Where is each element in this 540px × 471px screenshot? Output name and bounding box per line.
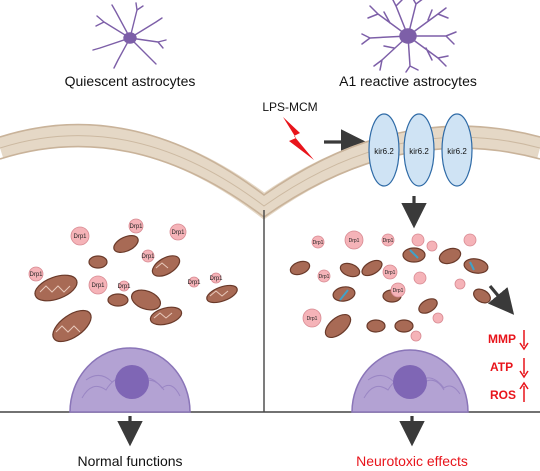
drp1-label: Drp1 <box>313 240 324 246</box>
fission-marks <box>339 249 475 301</box>
kir62-channel: kir6.2 <box>403 113 435 187</box>
channel-label: kir6.2 <box>374 147 394 156</box>
mito-cristae <box>39 262 229 333</box>
right-outcome: Neurotoxic effects <box>356 453 468 469</box>
fragmented-mitochondrion <box>289 247 491 339</box>
atp-label: ATP <box>490 360 513 374</box>
drp1-label: Drp1 <box>349 238 360 244</box>
kir62-channel: kir6.2 <box>441 113 473 187</box>
nucleus-right <box>351 349 469 413</box>
drp1-label: Drp1 <box>117 284 131 290</box>
drp1-label: Drp1 <box>319 274 330 280</box>
stimulus-label: LPS-MCM <box>262 100 317 114</box>
right-title: A1 reactive astrocytes <box>339 73 477 89</box>
quiescent-astrocyte-icon <box>92 2 167 69</box>
drp1-proteins-left <box>28 218 222 295</box>
readout-mmp: MMP <box>488 330 529 351</box>
drp1-label: Drp1 <box>209 276 223 282</box>
reactive-astrocyte-icon <box>361 0 457 73</box>
drp1-label: Drp1 <box>91 283 105 289</box>
drp1-label: Drp1 <box>73 234 87 240</box>
drp1-label: Drp1 <box>383 238 394 244</box>
drp1-labels-left: Drp1 Drp1 Drp1 Drp1 Drp1 Drp1 Drp1 Drp1 … <box>29 224 223 290</box>
readout-ros: ROS <box>490 381 529 402</box>
ros-label: ROS <box>490 388 516 402</box>
channel-label: kir6.2 <box>409 147 429 156</box>
lightning-icon <box>283 117 314 160</box>
channel-label: kir6.2 <box>447 147 467 156</box>
drp1-label: Drp1 <box>171 230 185 236</box>
drp1-proteins-right <box>302 230 477 342</box>
nucleus-left <box>69 347 191 413</box>
drp1-label: Drp1 <box>385 270 396 276</box>
drp1-label: Drp1 <box>141 254 155 260</box>
drp1-label: Drp1 <box>393 288 404 294</box>
readout-arrow <box>487 284 515 315</box>
left-outcome: Normal functions <box>77 453 182 469</box>
drp1-label: Drp1 <box>129 224 143 230</box>
drp1-labels-right: Drp1 Drp1 Drp1 Drp1 Drp1 Drp1 Drp1 <box>307 238 404 322</box>
drp1-label: Drp1 <box>29 272 43 278</box>
readout-atp: ATP <box>490 358 529 379</box>
mmp-label: MMP <box>488 332 516 346</box>
kir62-channel: kir6.2 <box>368 113 400 187</box>
left-title: Quiescent astrocytes <box>65 73 196 89</box>
drp1-label: Drp1 <box>307 316 318 322</box>
mitochondrion <box>34 235 238 343</box>
drp1-label: Drp1 <box>187 280 201 286</box>
